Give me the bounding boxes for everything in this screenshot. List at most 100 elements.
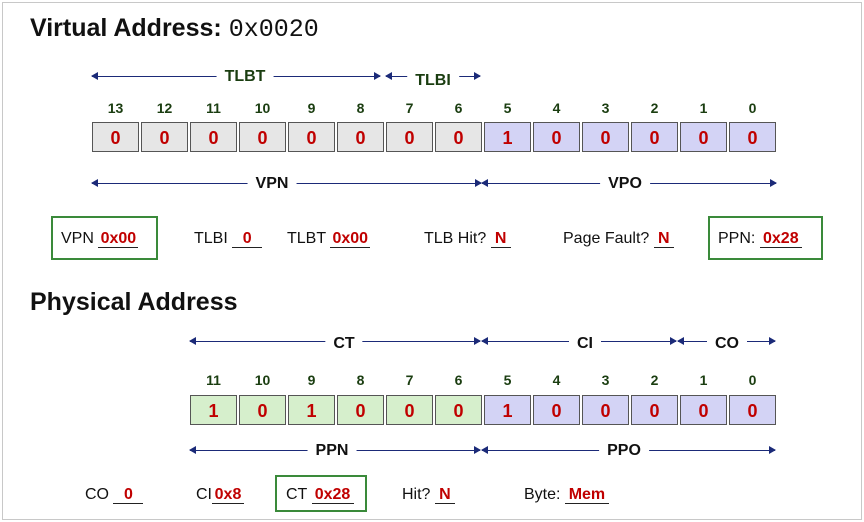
physical-bit-cell-4: 0 <box>386 395 433 425</box>
byte-field: Byte: Mem <box>524 486 609 504</box>
physical-bit-cell-3: 0 <box>337 395 384 425</box>
ppn-label: PPN <box>307 442 357 460</box>
physical-bit-number-8: 3 <box>601 372 610 388</box>
virtual-bit-cell-11: 0 <box>631 122 678 152</box>
virtual-bit-number-9: 4 <box>552 100 561 116</box>
virtual-bit-number-5: 8 <box>356 100 365 116</box>
virtual-bit-cell-5: 0 <box>337 122 384 152</box>
virtual-bit-cell-9: 0 <box>533 122 580 152</box>
ct-field: CT 0x28 <box>286 486 354 504</box>
virtual-bit-cell-0: 0 <box>92 122 139 152</box>
physical-bit-number-0: 11 <box>206 372 221 388</box>
physical-bit-cell-1: 0 <box>239 395 286 425</box>
physical-bit-number-10: 1 <box>699 372 708 388</box>
virtual-address-title: Virtual Address: 0x0020 <box>30 14 319 44</box>
tlb-hit-label: TLB Hit? <box>424 230 487 247</box>
virtual-bit-number-7: 6 <box>454 100 463 116</box>
physical-bit-number-4: 7 <box>405 372 414 388</box>
ct-highlight-box <box>275 475 367 512</box>
physical-bit-number-5: 6 <box>454 372 463 388</box>
tlbi-field-value: 0 <box>232 230 263 248</box>
virtual-bit-cell-1: 0 <box>141 122 188 152</box>
virtual-bit-number-12: 1 <box>699 100 708 116</box>
tlbt-field: TLBT 0x00 <box>287 230 371 248</box>
virtual-bit-number-0: 13 <box>107 100 124 116</box>
virtual-bit-number-11: 2 <box>650 100 659 116</box>
physical-bit-cell-10: 0 <box>680 395 727 425</box>
byte-value: Mem <box>564 486 609 504</box>
vpn-field: VPN 0x00 <box>61 230 139 248</box>
physical-bit-number-9: 2 <box>650 372 659 388</box>
ppn-field: PPN: 0x28 <box>718 230 802 248</box>
vpo-label: VPO <box>600 175 650 193</box>
hit-field: Hit? N <box>402 486 455 504</box>
physical-bit-cell-5: 0 <box>435 395 482 425</box>
ci-field-value: 0x8 <box>212 486 244 504</box>
physical-bit-number-11: 0 <box>748 372 757 388</box>
physical-bit-cell-6: 1 <box>484 395 531 425</box>
ct-field-label: CT <box>286 486 308 503</box>
virtual-bit-cell-7: 0 <box>435 122 482 152</box>
physical-bit-number-1: 10 <box>254 372 271 388</box>
ci-field-label: CI <box>196 486 212 503</box>
tlbi-field: TLBI 0 <box>194 230 263 248</box>
physical-bit-number-3: 8 <box>356 372 365 388</box>
physical-bit-cell-2: 1 <box>288 395 335 425</box>
physical-bit-number-2: 9 <box>307 372 316 388</box>
ci-label: CI <box>569 335 601 353</box>
hit-value: N <box>434 486 455 504</box>
virtual-bit-cell-6: 0 <box>386 122 433 152</box>
ppn-field-label: PPN: <box>718 230 756 247</box>
co-field-label: CO <box>85 486 109 503</box>
ppo-label: PPO <box>599 442 649 460</box>
vpn-field-label: VPN <box>61 230 94 247</box>
physical-bit-cell-11: 0 <box>729 395 776 425</box>
page-fault-label: Page Fault? <box>563 230 650 247</box>
virtual-bit-cell-8: 1 <box>484 122 531 152</box>
vpn-highlight-box <box>51 216 158 260</box>
virtual-bit-number-1: 12 <box>156 100 173 116</box>
virtual-bit-number-2: 11 <box>206 100 221 116</box>
tlb-hit-value: N <box>490 230 511 248</box>
ct-field-value: 0x28 <box>311 486 354 504</box>
physical-bit-cell-8: 0 <box>582 395 629 425</box>
virtual-bit-cell-12: 0 <box>680 122 727 152</box>
physical-bit-number-6: 5 <box>503 372 512 388</box>
tlb-hit-field: TLB Hit? N <box>424 230 511 248</box>
physical-bit-cell-9: 0 <box>631 395 678 425</box>
ppn-field-value: 0x28 <box>759 230 802 248</box>
page-fault-value: N <box>653 230 674 248</box>
tlbt-field-label: TLBT <box>287 230 326 247</box>
virtual-bit-cell-3: 0 <box>239 122 286 152</box>
virtual-address-value: 0x0020 <box>228 15 319 44</box>
virtual-bit-number-4: 9 <box>307 100 316 116</box>
virtual-bit-cell-4: 0 <box>288 122 335 152</box>
tlbt-field-value: 0x00 <box>330 230 371 248</box>
physical-bit-cell-7: 0 <box>533 395 580 425</box>
virtual-bit-number-6: 7 <box>405 100 414 116</box>
hit-label: Hit? <box>402 486 431 503</box>
co-field: CO 0 <box>85 486 144 504</box>
virtual-bit-cell-13: 0 <box>729 122 776 152</box>
tlbi-label: TLBI <box>407 72 459 90</box>
virtual-bit-number-8: 5 <box>503 100 512 116</box>
ppn-highlight-box <box>708 216 823 260</box>
vpn-field-value: 0x00 <box>98 230 139 248</box>
virtual-bit-number-3: 10 <box>254 100 271 116</box>
physical-address-title: Physical Address <box>30 288 238 316</box>
co-label: CO <box>707 335 747 353</box>
virtual-address-title-text: Virtual Address: <box>30 14 222 42</box>
byte-label: Byte: <box>524 486 561 503</box>
virtual-bit-number-10: 3 <box>601 100 610 116</box>
page-fault-field: Page Fault? N <box>563 230 674 248</box>
virtual-bit-cell-10: 0 <box>582 122 629 152</box>
tlbi-field-label: TLBI <box>194 230 228 247</box>
vpn-label: VPN <box>247 175 297 193</box>
ct-label: CT <box>325 335 363 353</box>
co-field-value: 0 <box>113 486 144 504</box>
physical-bit-cell-0: 1 <box>190 395 237 425</box>
virtual-bit-number-13: 0 <box>748 100 757 116</box>
virtual-bit-cell-2: 0 <box>190 122 237 152</box>
